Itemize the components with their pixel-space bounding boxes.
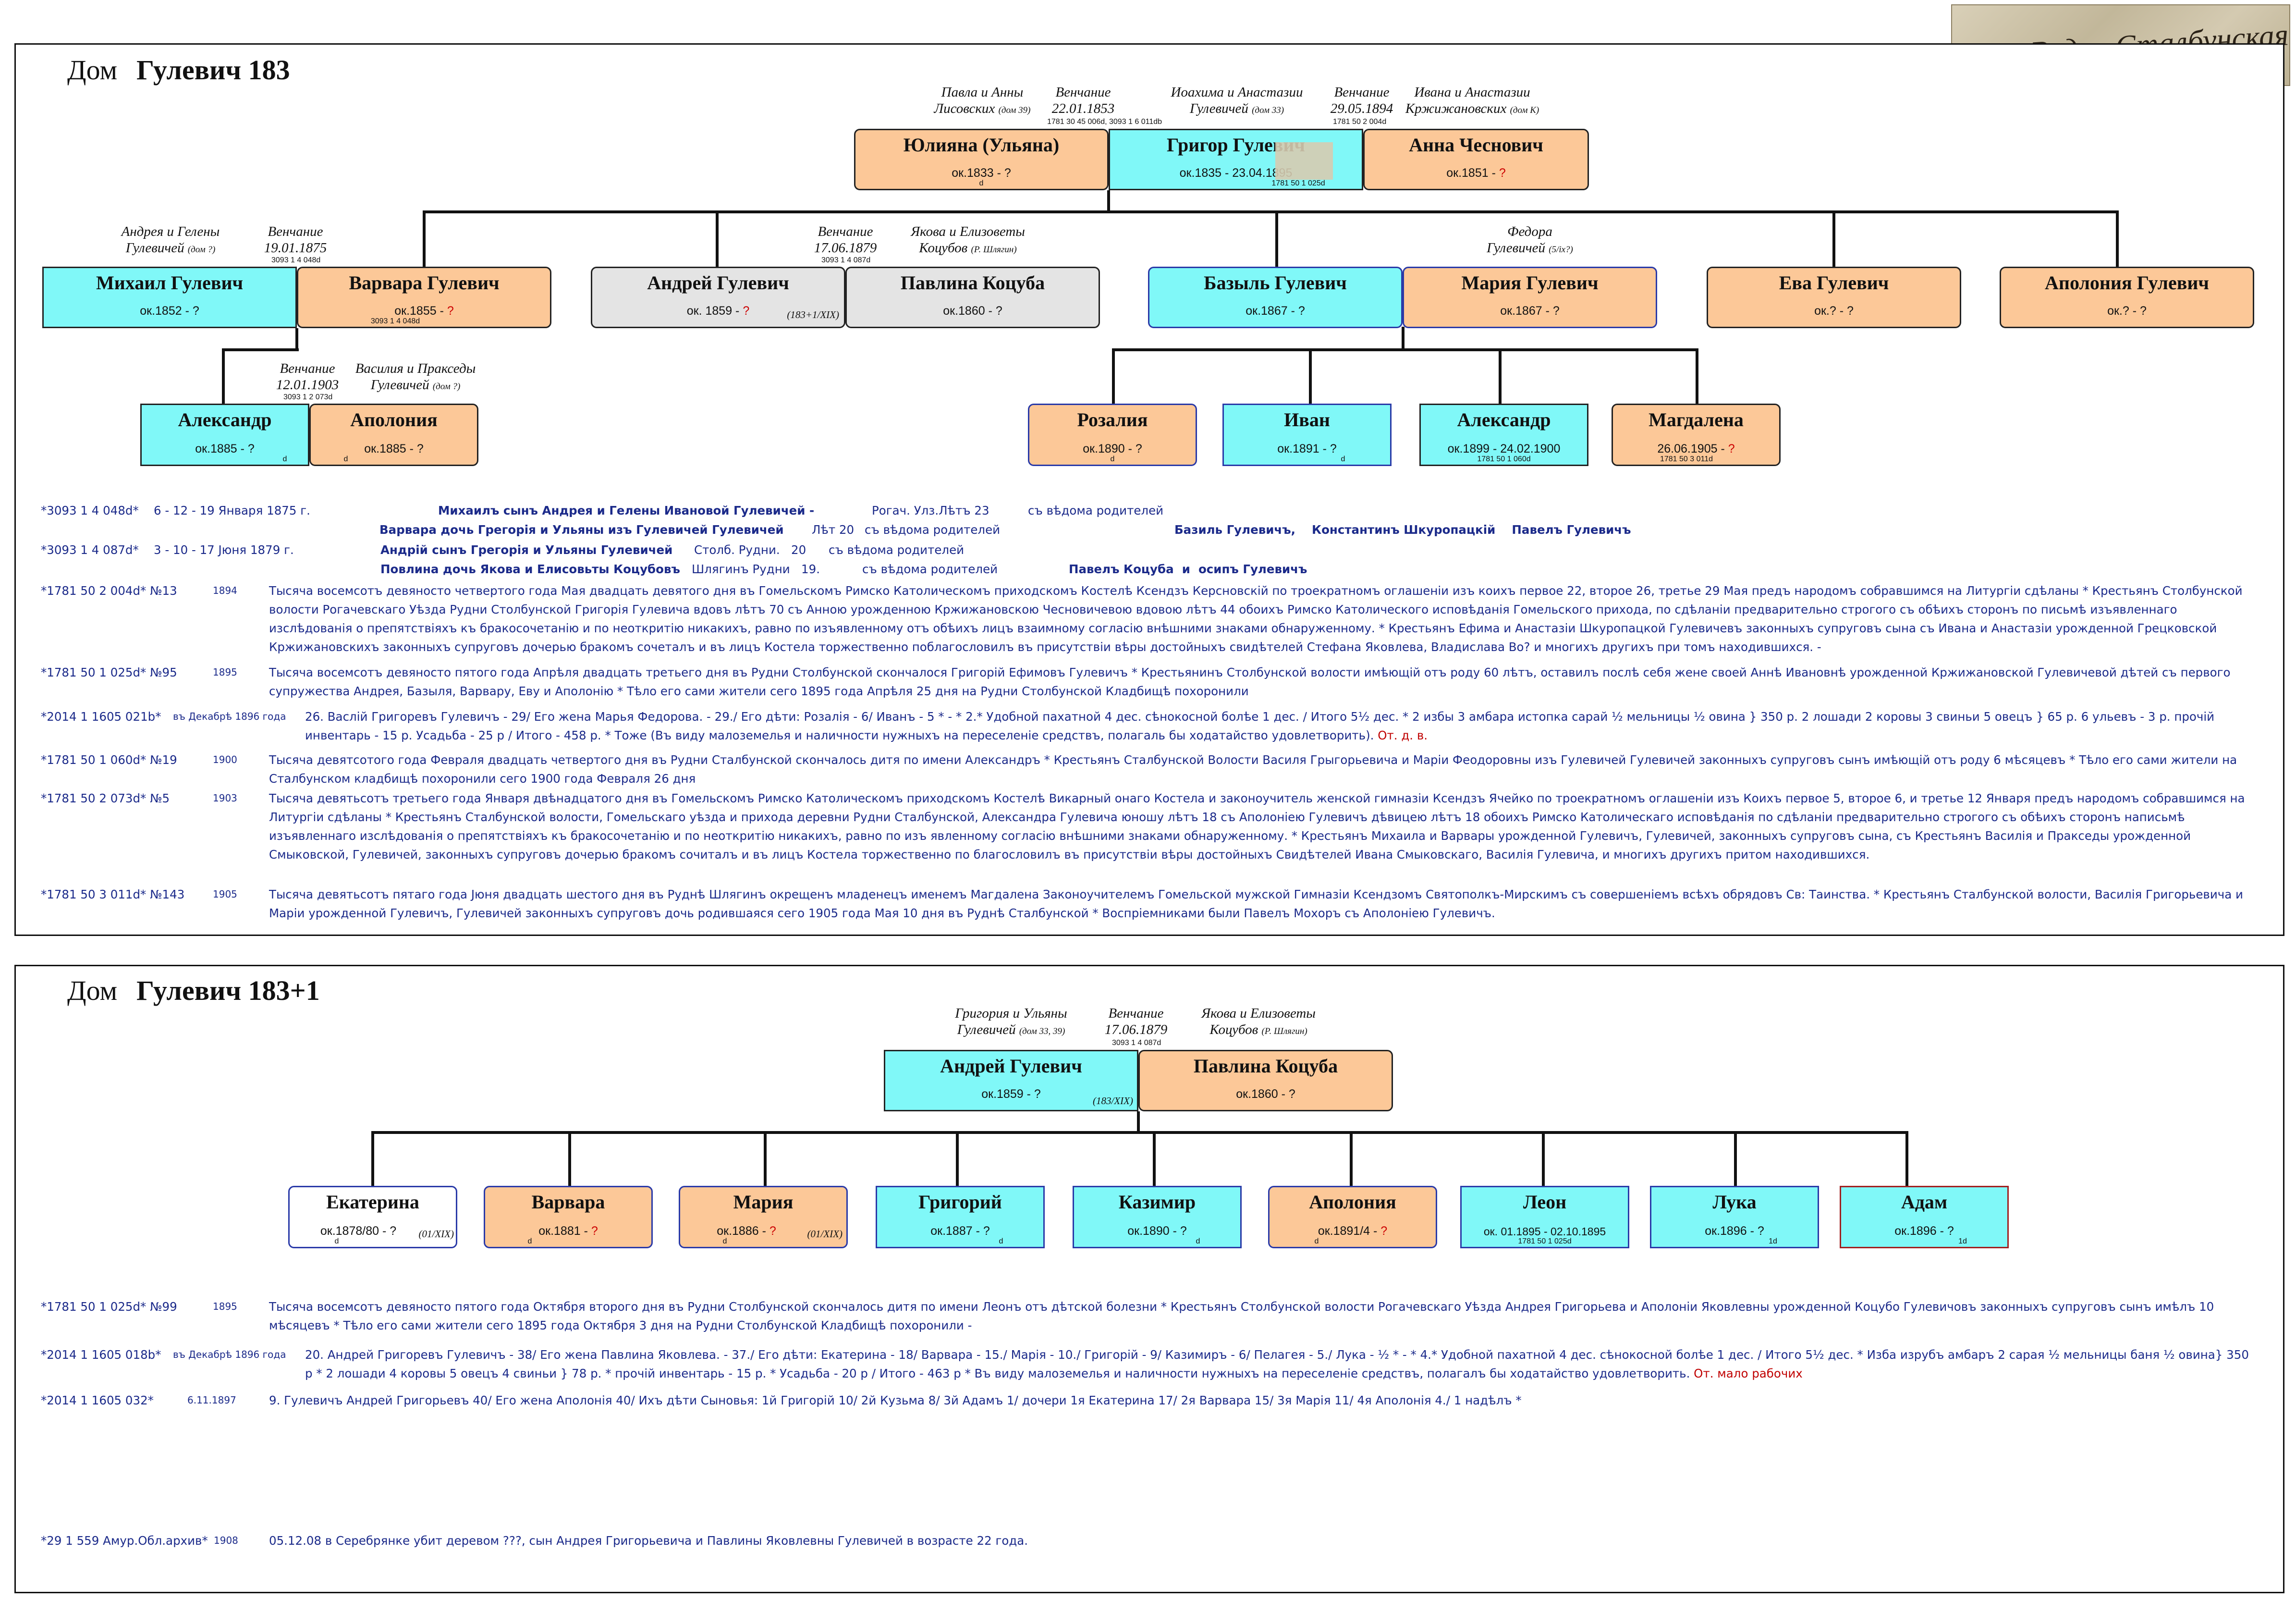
signature-image xyxy=(1275,142,1333,180)
ref-wedding-1894: 1781 50 2 004d xyxy=(1333,118,1387,126)
note-andrei: Андрій сынъ Грегорія и Ульяны Гулевичей xyxy=(380,543,673,557)
person-bazyl-gulevich[interactable]: Базыль Гулевич ок.1867 - ? xyxy=(1148,267,1403,328)
note-varvara-extra: съ вѣдома родителей xyxy=(865,523,1001,537)
person-leon[interactable]: Леон ок. 01.1895 - 02.10.1895 1781 50 1 … xyxy=(1460,1186,1629,1248)
note-povlina-extra: съ вѣдома родителей xyxy=(862,562,998,576)
person-apoloniya-gulevich[interactable]: Аполония Гулевич ок.? - ? xyxy=(2000,267,2254,328)
note-src-1879: *3093 1 4 087d* xyxy=(41,543,139,557)
record-1895-death-leon: *1781 50 1 025d* №99 1895 Тысяча восемсо… xyxy=(41,1300,2214,1332)
person-mariya-gulevich[interactable]: Мария Гулевич ок.1867 - ? xyxy=(1403,267,1657,328)
person-eva-gulevich[interactable]: Ева Гулевич ок.? - ? xyxy=(1707,267,1961,328)
record-1908: *29 1 559 Амур.Обл.архив* 1908 05.12.08 … xyxy=(41,1534,1028,1548)
person-apoloniya-1885[interactable]: Аполония ок.1885 - ? d xyxy=(309,404,478,466)
note-witnesses-1875: Базиль Гулевичъ, Константинъ Шкуропацкій… xyxy=(1174,523,1631,537)
note-povlina: Повлина дочь Якова и Елисовьты Коцубовъ xyxy=(380,562,680,576)
person-kazimir[interactable]: Казимир ок.1890 - ? d xyxy=(1073,1186,1242,1248)
record-1900: *1781 50 1 060d* №19 1900 Тысяча девятсо… xyxy=(41,753,2237,786)
ref-wedding-1879: 3093 1 4 087d xyxy=(821,256,871,264)
note-varvara: Варвара дочь Грегорія и Ульяны изъ Гулев… xyxy=(379,523,784,537)
record-1903: *1781 50 2 073d* №5 1903 Тысяча девятьсо… xyxy=(41,791,2245,862)
record-1896-census-h2: *2014 1 1605 018b* въ Декабрѣ 1896 года … xyxy=(41,1348,2249,1380)
person-andrei-gulevich-h2[interactable]: Андрей Гулевич ок.1859 - ? (183/XIX) xyxy=(884,1050,1138,1111)
note-mikhail-loc: Рогач. Улз.Лѣтъ 23 xyxy=(872,504,989,517)
person-varvara-h2[interactable]: Варвара ок.1881 - ? d xyxy=(484,1186,653,1248)
person-andrei-gulevich[interactable]: Андрей Гулевич ок. 1859 - ? (183+1/XIX) xyxy=(591,267,845,328)
note-witnesses-1879: Павелъ Коцуба и осипъ Гулевичъ xyxy=(1069,562,1307,576)
person-pavlina-kotsuba-h2[interactable]: Павлина Коцуба ок.1860 - ? xyxy=(1138,1050,1393,1111)
person-mariya-h2[interactable]: Мария ок.1886 - ? (01/XIX) d xyxy=(679,1186,848,1248)
person-apoloniya-h2[interactable]: Аполония ок.1891/4 - ? d xyxy=(1268,1186,1437,1248)
person-aleksandr-1899[interactable]: Александр ок.1899 - 24.02.1900 1781 50 1… xyxy=(1419,404,1588,466)
ref-wedding-1875: 3093 1 4 048d xyxy=(271,256,321,264)
record-1896-census: *2014 1 1605 021b* въ Декабрѣ 1896 года … xyxy=(41,710,2215,742)
person-grigor-gulevich[interactable]: Григор Гулевич ок.1835 - 23.04.1895 1781… xyxy=(1109,129,1363,190)
note-src-1875: *3093 1 4 048d* xyxy=(41,504,139,517)
person-varvara-gulevich[interactable]: Варвара Гулевич ок.1855 - ? 3093 1 4 048… xyxy=(297,267,551,328)
person-grigorii[interactable]: Григорий ок.1887 - ? d xyxy=(876,1186,1045,1248)
person-aleksandr-1885[interactable]: Александр ок.1885 - ? d xyxy=(140,404,309,466)
note-varvara-loc: Лѣт 20 xyxy=(812,523,855,537)
record-1897: *2014 1 1605 032* 6.11.1897 9. Гулевичъ … xyxy=(41,1393,1522,1407)
person-adam[interactable]: Адам ок.1896 - ? 1d xyxy=(1840,1186,2009,1248)
record-1895-death-grigor: *1781 50 1 025d* №95 1895 Тысяча восемсо… xyxy=(41,665,2231,698)
person-pavlina-kotsuba[interactable]: Павлина Коцуба ок.1860 - ? xyxy=(845,267,1100,328)
record-1905: *1781 50 3 011d* №143 1905 Тысяча девять… xyxy=(41,887,2243,920)
record-1894: *1781 50 2 004d* №13 1894 Тысяча восемсо… xyxy=(41,584,2243,654)
ref-wedding-1853: 1781 30 45 006d, 3093 1 6 011db xyxy=(1047,118,1162,126)
house-183-panel xyxy=(14,43,2284,936)
person-ekaterina[interactable]: Екатерина ок.1878/80 - ? (01/XIX) d xyxy=(288,1186,457,1248)
note-date-1879: 3 - 10 - 17 Jюня 1879 г. xyxy=(154,543,294,557)
note-andrei-loc: Столб. Рудни. 20 xyxy=(694,543,806,557)
person-magdalena[interactable]: Магдалена 26.06.1905 - ? 1781 50 3 011d xyxy=(1612,404,1781,466)
person-rozaliya[interactable]: Розалия ок.1890 - ? d xyxy=(1028,404,1197,466)
person-mikhail-gulevich[interactable]: Михаил Гулевич ок.1852 - ? xyxy=(42,267,297,328)
note-mikhail-extra: съ вѣдома родителей xyxy=(1028,504,1164,517)
person-anna-chesnovich[interactable]: Анна Чеснович ок.1851 - ? xyxy=(1363,129,1589,190)
person-yuliyana[interactable]: Юлияна (Ульяна) ок.1833 - ? d xyxy=(854,129,1109,190)
note-mikhail: Михаилъ сынъ Андрея и Гелены Ивановой Гу… xyxy=(438,504,815,517)
ref-wedding-1879-h2: 3093 1 4 087d xyxy=(1112,1039,1161,1047)
person-ivan[interactable]: Иван ок.1891 - ? d xyxy=(1222,404,1392,466)
ref-wedding-1903: 3093 1 2 073d xyxy=(283,393,333,401)
note-andrei-extra: съ вѣдома родителей xyxy=(829,543,965,557)
person-luka[interactable]: Лука ок.1896 - ? 1d xyxy=(1650,1186,1819,1248)
note-date-1875: 6 - 12 - 19 Января 1875 г. xyxy=(154,504,310,517)
note-povlina-loc: Шлягинъ Рудни 19. xyxy=(692,562,820,576)
